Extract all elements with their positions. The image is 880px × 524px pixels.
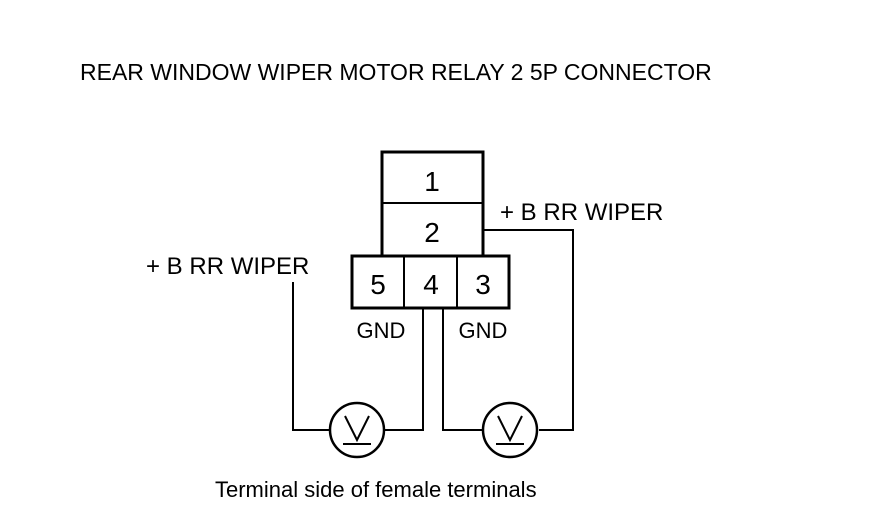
pin-5-label: 5 — [370, 269, 386, 300]
wire-pin2-right-meter — [483, 229, 574, 431]
diagram-title: REAR WINDOW WIPER MOTOR RELAY 2 5P CONNE… — [80, 59, 712, 85]
gnd-right-label: GND — [459, 318, 508, 343]
pin-4-label: 4 — [423, 269, 439, 300]
right-voltmeter-icon — [481, 401, 539, 459]
five-pin-connector: 1 2 5 4 3 — [350, 150, 511, 310]
left-wire-label: + B RR WIPER — [146, 253, 309, 280]
right-wire-label: + B RR WIPER — [500, 199, 663, 226]
pin-3-label: 3 — [475, 269, 491, 300]
connector-lower-housing — [350, 254, 511, 310]
pin-2-label: 2 — [424, 217, 440, 248]
left-voltmeter-icon — [328, 401, 386, 459]
pin-1-label: 1 — [424, 166, 440, 197]
wire-pin4-left-meter — [385, 308, 424, 431]
caption: Terminal side of female terminals — [215, 477, 537, 502]
gnd-left-label: GND — [357, 318, 406, 343]
wire-pin3-left-meter — [292, 282, 330, 431]
wire-pin4-right-meter — [442, 308, 483, 431]
